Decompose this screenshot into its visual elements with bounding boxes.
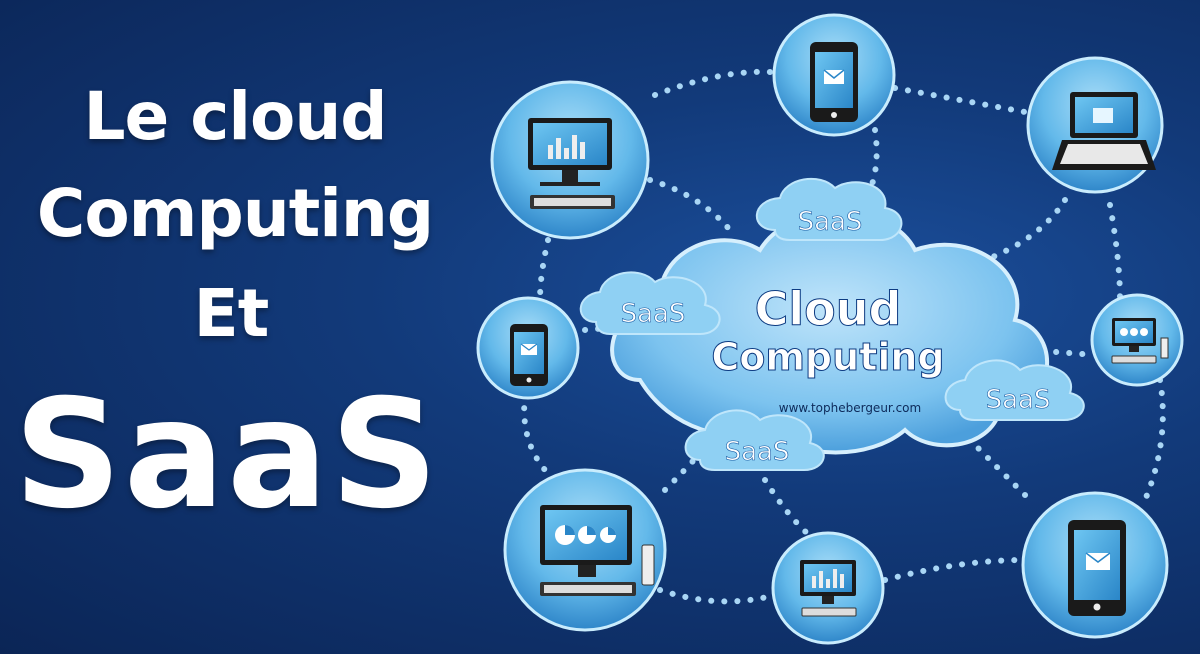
- device-node: [1028, 58, 1162, 192]
- connector-line: [765, 480, 815, 540]
- connector-line: [885, 560, 1025, 580]
- connector-line: [540, 240, 548, 300]
- mail-tablet-icon: [1068, 520, 1126, 616]
- desktop-monitor-icon: [528, 118, 615, 209]
- saas-cloud-top: SaaS: [757, 179, 902, 240]
- device-node: [505, 470, 665, 630]
- device-node: [1023, 493, 1167, 637]
- connector-line: [524, 395, 545, 470]
- saas-label: SaaS: [725, 437, 790, 467]
- connector-line: [1110, 205, 1120, 300]
- device-node: [1092, 295, 1182, 385]
- device-node: [773, 533, 883, 643]
- connector-line: [980, 200, 1065, 262]
- cloud-title-line-1: Cloud: [755, 282, 902, 336]
- device-node: [492, 82, 648, 238]
- mail-tablet-icon: [810, 42, 858, 122]
- website-url: www.tophebergeur.com: [779, 401, 921, 415]
- connector-line: [895, 88, 1025, 112]
- device-node: [478, 298, 578, 398]
- saas-label: SaaS: [986, 385, 1051, 415]
- connector-line: [1145, 380, 1163, 500]
- device-node: [774, 15, 894, 135]
- cloud-title-line-2: Computing: [711, 335, 944, 379]
- connector-line: [660, 590, 775, 601]
- mail-phone-icon: [510, 324, 548, 386]
- connector-line: [650, 180, 730, 230]
- saas-label: SaaS: [798, 207, 863, 237]
- saas-label: SaaS: [621, 299, 686, 329]
- connector-line: [655, 72, 770, 95]
- bar-chart-desktop-icon: [800, 560, 856, 616]
- connector-line: [870, 130, 877, 190]
